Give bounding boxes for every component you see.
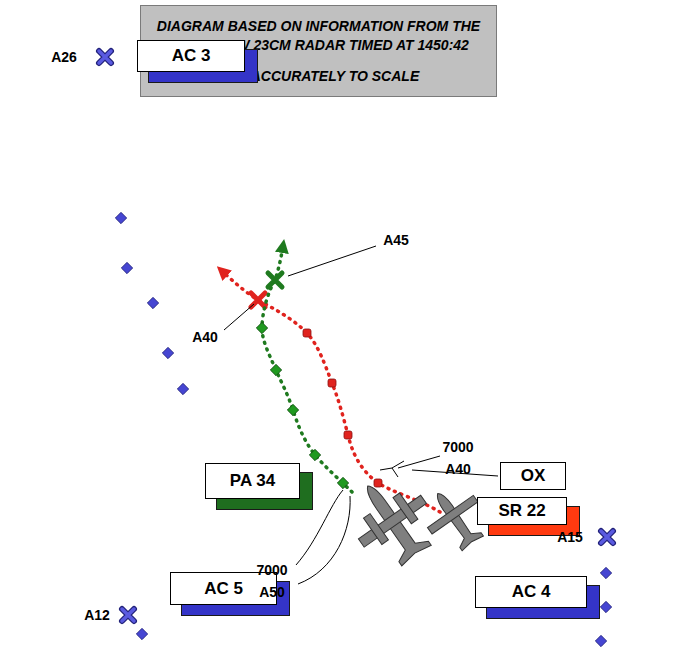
title-text: NOT ACCURATELY TO SCALE bbox=[218, 67, 419, 86]
mode-a-code: A45 bbox=[383, 232, 409, 248]
twin-aircraft-symbol bbox=[337, 464, 448, 577]
leader-line bbox=[224, 246, 498, 584]
altitude-label: 7000 bbox=[442, 439, 473, 455]
box-label: AC 4 bbox=[512, 582, 551, 602]
box-label: SR 22 bbox=[498, 501, 545, 521]
mode-a-code: A40 bbox=[445, 461, 471, 477]
blue-track bbox=[115, 212, 611, 646]
aircraft-label-box: AC 4 bbox=[475, 576, 587, 608]
altitude-label: 7000 bbox=[256, 562, 287, 578]
blue-position-cross bbox=[99, 51, 613, 621]
green-track bbox=[262, 246, 352, 492]
mode-a-code: A15 bbox=[557, 529, 583, 545]
red-track bbox=[222, 271, 440, 512]
red-track-dot bbox=[303, 329, 382, 487]
callout-box: OX bbox=[500, 462, 566, 490]
mode-a-code: A40 bbox=[192, 329, 218, 345]
aircraft-label-box: SR 22 bbox=[477, 497, 567, 525]
aircraft-label-box: AC 3 bbox=[137, 40, 245, 72]
green-position-cross bbox=[268, 273, 282, 287]
box-label: PA 34 bbox=[230, 471, 275, 491]
box-label: AC 3 bbox=[172, 46, 211, 66]
box-label: AC 5 bbox=[204, 579, 243, 599]
box-label: OX bbox=[521, 466, 546, 486]
mode-a-code: A12 bbox=[84, 607, 110, 623]
mode-a-code: A50 bbox=[259, 584, 285, 600]
aircraft-label-box: PA 34 bbox=[205, 463, 300, 499]
mode-a-code: A26 bbox=[51, 49, 77, 65]
